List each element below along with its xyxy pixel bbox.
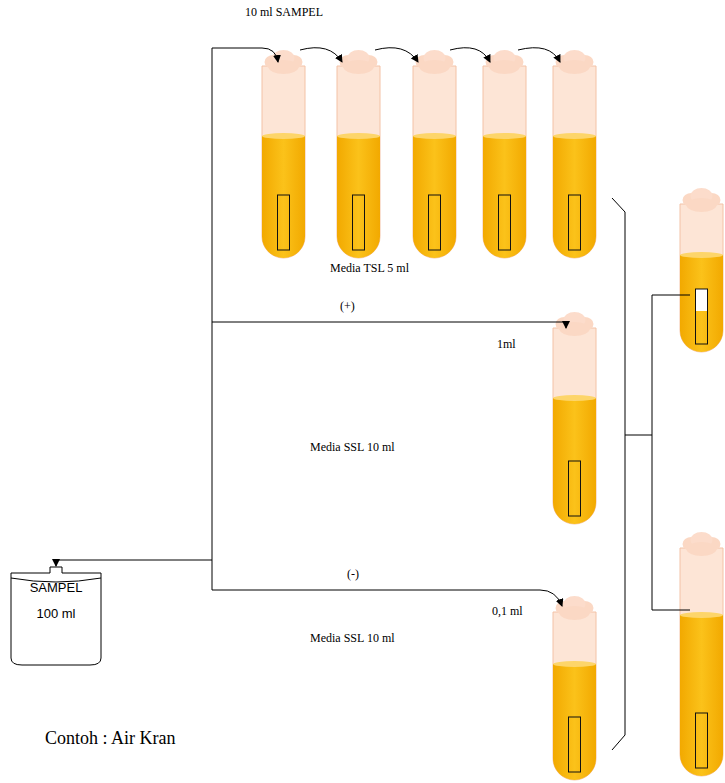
volume-label: 0,1 ml bbox=[492, 605, 523, 619]
flow-lines bbox=[56, 48, 690, 750]
test-tube bbox=[337, 50, 380, 258]
test-tube bbox=[262, 50, 305, 258]
test-tubes bbox=[262, 50, 723, 780]
test-tube bbox=[553, 50, 596, 258]
media-label: Media SSL 10 ml bbox=[310, 632, 395, 646]
test-tube bbox=[680, 532, 723, 776]
test-tube bbox=[483, 50, 526, 258]
result-sign: (+) bbox=[340, 300, 355, 314]
volume-label: 1ml bbox=[497, 338, 516, 352]
test-tube bbox=[553, 312, 596, 524]
example-note: Contoh : Air Kran bbox=[45, 728, 176, 749]
test-tube bbox=[553, 596, 596, 780]
media-label: Media SSL 10 ml bbox=[310, 441, 395, 455]
sample-volume-label: 10 ml SAMPEL bbox=[245, 6, 323, 20]
volume-text: 100 ml bbox=[10, 606, 102, 622]
bottle-label: SAMPEL bbox=[10, 580, 102, 596]
sample-bottle: SAMPEL 100 ml bbox=[10, 566, 102, 666]
test-tube bbox=[680, 188, 723, 352]
test-tube bbox=[413, 50, 456, 258]
media-label: Media TSL 5 ml bbox=[330, 262, 409, 276]
result-sign: (-) bbox=[347, 568, 359, 582]
